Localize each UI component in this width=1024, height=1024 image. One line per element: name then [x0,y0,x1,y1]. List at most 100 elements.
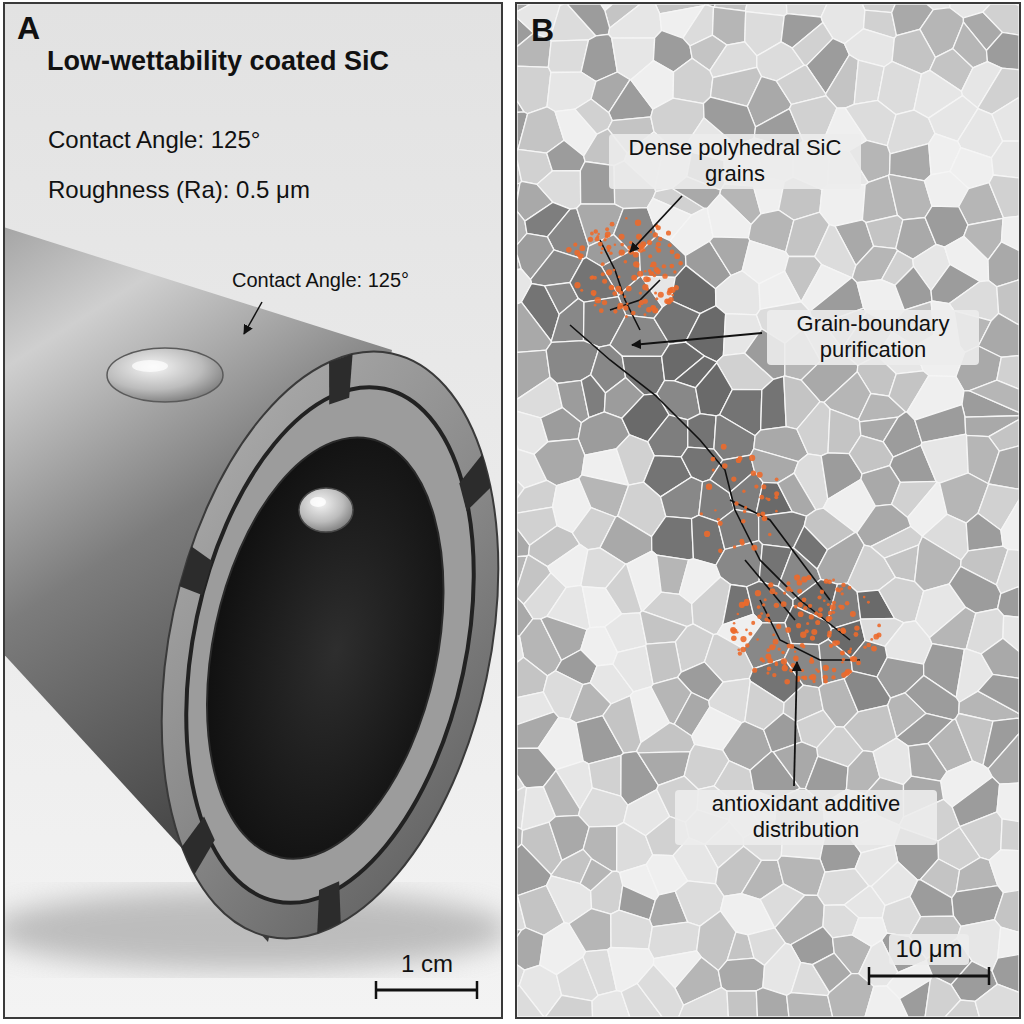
additive-particle [772,673,776,677]
additive-particle [620,243,624,247]
additive-particle [737,613,739,615]
additive-particle [826,616,832,622]
additive-particle [734,501,738,505]
callout-text: Grain-boundary purification [767,310,979,365]
additive-particle [577,253,581,257]
additive-particle [739,602,745,608]
additive-particle [781,601,787,607]
additive-particle [740,647,746,653]
additive-particle [602,300,607,305]
sic-grain [960,812,1002,860]
additive-particle [841,583,846,588]
sic-grain [1001,819,1019,851]
additive-particle [610,222,615,227]
additive-particle [637,271,643,277]
additive-particle [618,276,621,279]
sic-grain [991,141,1019,178]
additive-particle [650,265,653,268]
sic-grain [778,473,816,516]
sic-grain [988,242,1019,287]
end-groove [142,360,501,929]
additive-particle [824,579,829,584]
additive-particle [759,495,764,500]
additive-particle [651,261,657,267]
additive-particle [827,603,830,606]
additive-particle [863,645,867,649]
leader-arrow [632,333,762,345]
crack-line [745,560,795,620]
additive-particle [782,665,788,671]
tube-bore [171,415,479,880]
rim-notches [115,329,501,949]
additive-particle [866,643,871,648]
additive-particle [566,247,572,253]
sic-grain [611,910,652,949]
sic-grain [945,1000,979,1017]
additive-particle [777,647,780,650]
additive-particle [601,262,605,266]
sic-grain [679,987,729,1017]
additive-particle [617,303,623,309]
sic-grain [761,376,787,430]
additive-particle [800,632,806,638]
additive-particle [775,592,778,595]
sic-grain [785,605,831,644]
additive-particle [596,235,599,238]
additive-particle [791,663,796,668]
additive-particle [662,264,666,268]
additive-particle [757,615,761,619]
additive-particle [655,297,658,300]
additive-particle [751,621,755,625]
sic-grain [579,788,628,827]
additive-particle [644,270,647,273]
additive-particle [623,305,628,310]
additive-particle [700,512,703,515]
sic-grain [905,675,959,719]
additive-particle [625,315,628,318]
additive-particle [768,582,773,587]
additive-particle [767,666,772,671]
sic-grain [714,415,755,460]
additive-particle [635,220,641,226]
leader-arrow [244,302,262,334]
additive-particle [751,545,757,551]
additive-particle [738,651,742,655]
additive-particle [752,668,757,673]
additive-particle [798,602,803,607]
sic-grain [605,564,641,614]
additive-particle [783,592,786,595]
additive-particle [646,288,649,291]
additive-particle [674,285,679,290]
additive-particle [762,603,765,606]
additive-particle [619,249,625,255]
additive-particle [773,645,776,648]
additive-particle [802,675,807,680]
sic-grain [661,477,703,519]
additive-particle [601,247,604,250]
sic-grain [569,909,611,952]
scale-bar [868,967,990,985]
additive-particle [856,661,861,666]
additive-particle [738,456,743,461]
additive-particle [830,604,836,610]
sic-grain [545,995,592,1017]
additive-particle [626,303,628,305]
sic-grain [908,744,947,782]
additive-particle [772,634,775,637]
additive-particle [730,627,736,633]
additive-particle [794,650,796,652]
additive-particle [639,291,642,294]
sic-grain [797,402,830,456]
additive-particle [786,586,791,591]
additive-particle [717,518,720,521]
panel-heading: Low-wettability coated SiC [47,46,389,77]
additive-particle [773,639,779,645]
sic-grain [567,4,609,36]
additive-particle [871,646,877,652]
sic-grain [949,566,1001,613]
additive-particle [670,249,675,254]
additive-particle [602,279,607,284]
additive-particle [649,271,654,276]
additive-particle [841,629,846,634]
